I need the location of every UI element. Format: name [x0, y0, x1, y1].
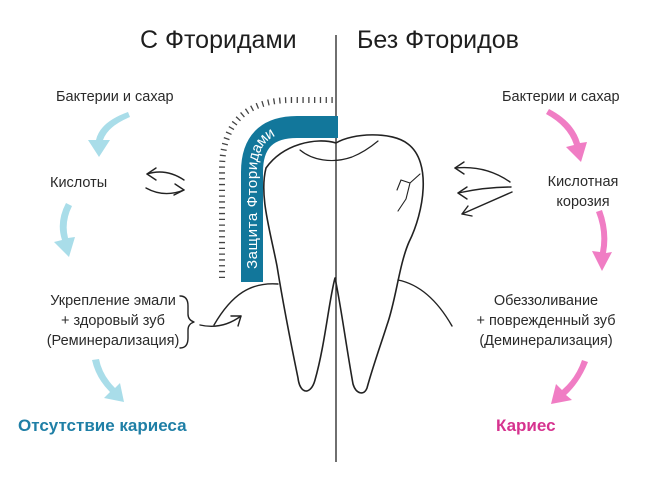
right-cycle-arrows	[546, 109, 612, 404]
left-step-remineralization-line3: (Реминерализация)	[46, 333, 180, 349]
right-step-acid-corrosion-line1: Кислотная	[547, 174, 619, 190]
left-step-remineralization-line1: Укрепление эмали	[50, 293, 176, 309]
remineralization-arrow	[199, 315, 242, 328]
right-step-acid-corrosion-line2: корозия	[556, 194, 610, 210]
acids-forward-arrow-head	[173, 183, 185, 196]
right-step-acid-corrosion: Кислотная корозия	[538, 172, 628, 212]
remineralization-arrow-head	[230, 315, 242, 327]
left-arrow-2	[54, 203, 75, 257]
left-arrow-3	[92, 359, 124, 402]
corrosion-arrow-3	[461, 191, 513, 215]
right-step-demineralization-line1: Обеззоливание	[493, 293, 599, 309]
corrosion-arrow-3-head	[461, 205, 473, 217]
left-arrow-1	[88, 112, 130, 157]
header-without-fluoride: Без Фторидов	[357, 26, 519, 54]
right-arrow-2	[592, 210, 612, 271]
right-step-demineralization-line2: + поврежденный зуб	[476, 313, 616, 329]
left-step-bacteria: Бактерии и сахар	[56, 89, 174, 105]
left-step-remineralization-line2: + здоровый зуб	[61, 313, 165, 329]
acids-back-arrow-head	[146, 167, 157, 181]
result-caries: Кариес	[496, 416, 556, 435]
gum-right	[397, 279, 453, 327]
result-no-caries: Отсутствие кариеса	[18, 416, 187, 435]
tooth-fissure	[299, 140, 379, 162]
tooth	[213, 134, 453, 394]
tooth-crack	[396, 173, 421, 212]
right-arrow-3	[551, 360, 588, 404]
right-step-demineralization: Обеззоливание + поврежденный зуб (Демине…	[470, 291, 622, 351]
corrosion-arrow-1	[454, 166, 511, 183]
interaction-arrows	[145, 161, 513, 349]
fluoride-shield	[241, 116, 338, 282]
tooth-outline	[263, 134, 425, 394]
right-arrow-1	[546, 109, 587, 162]
right-step-bacteria: Бактерии и сахар	[502, 89, 620, 105]
left-step-remineralization: Укрепление эмали + здоровый зуб (Реминер…	[44, 291, 182, 351]
acids-back-arrow	[146, 171, 185, 181]
left-step-acids: Кислоты	[50, 175, 108, 191]
corrosion-arrow-2-head	[457, 186, 468, 200]
right-step-demineralization-line3: (Деминерализация)	[479, 333, 613, 349]
corrosion-arrow-2	[457, 186, 512, 194]
gum-left	[213, 283, 279, 326]
corrosion-arrow-1-head	[454, 161, 465, 175]
left-brace	[179, 295, 195, 349]
header-with-fluoride: С Фторидами	[140, 26, 297, 54]
left-cycle-arrows	[54, 112, 130, 402]
